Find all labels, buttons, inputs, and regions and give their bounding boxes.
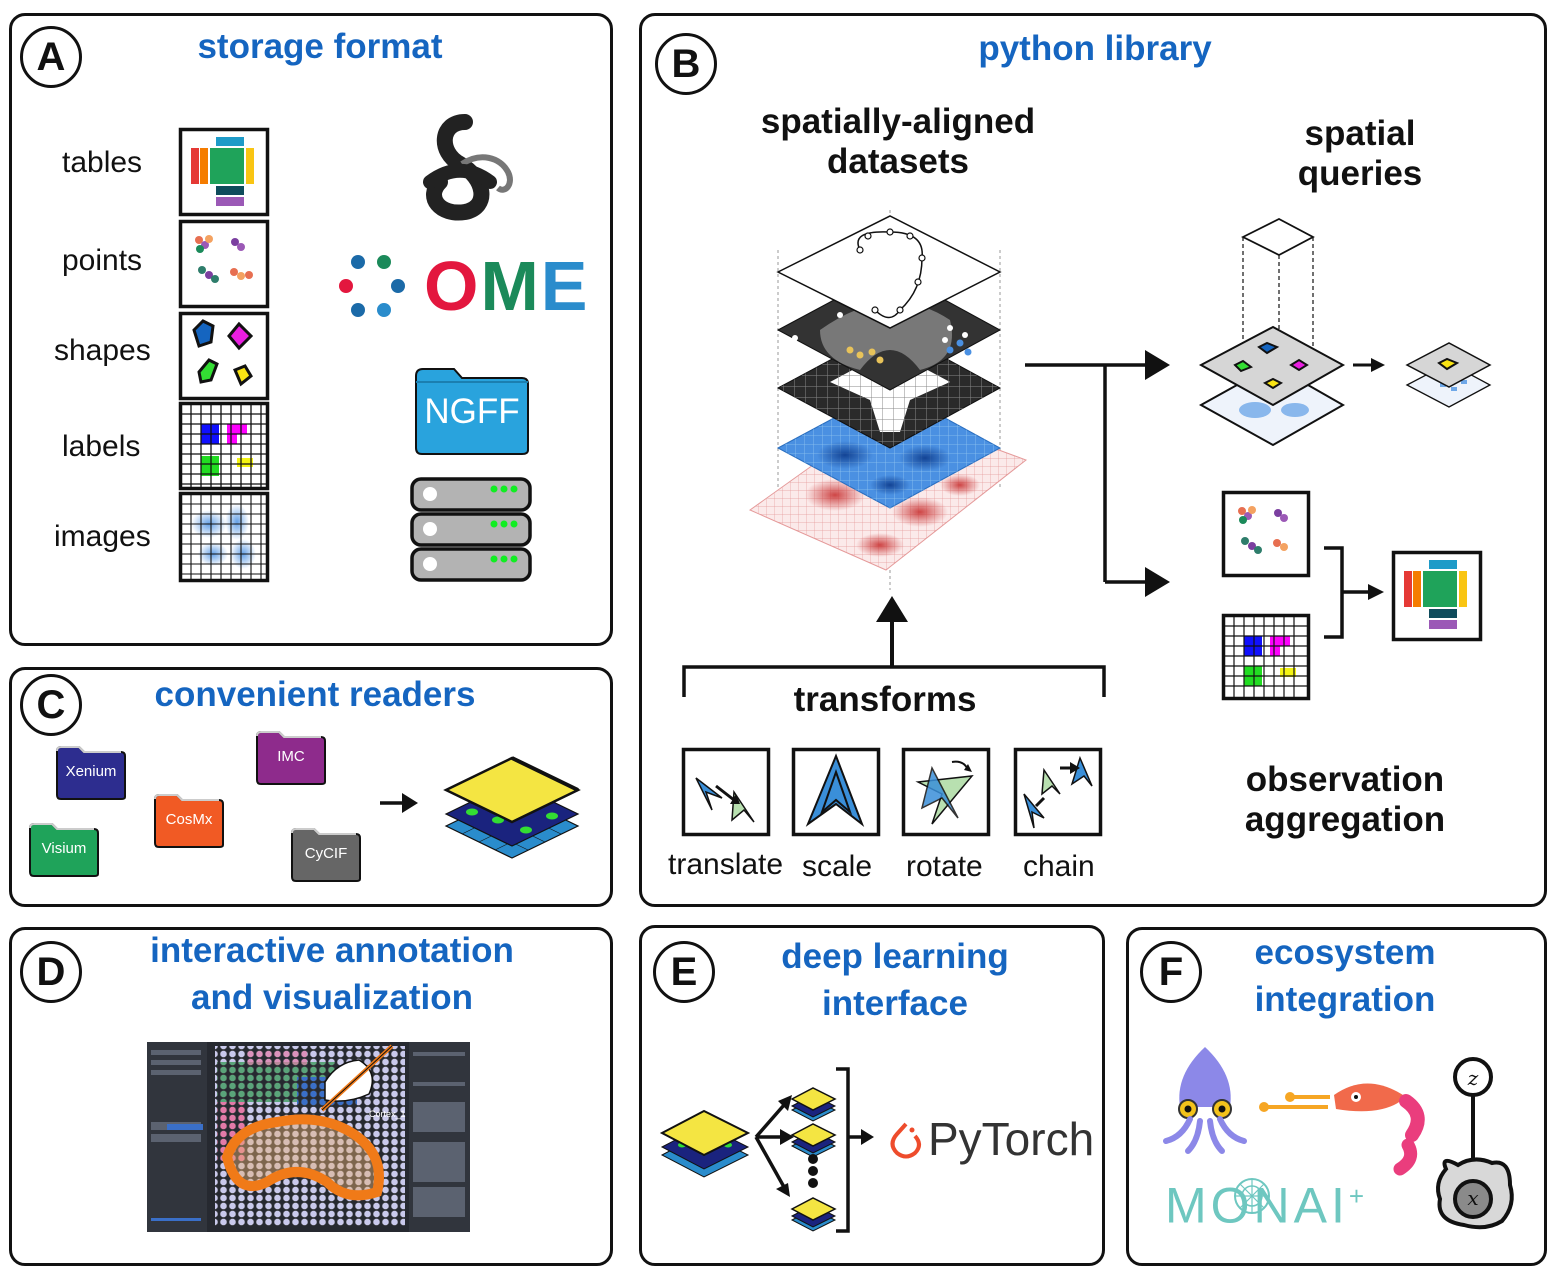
reader-folder-label: CyCIF xyxy=(304,845,348,862)
folder-icon xyxy=(154,794,224,848)
shapes-icon xyxy=(178,311,270,401)
aggregation-table-icon xyxy=(1391,550,1483,642)
transform-label-scale: scale xyxy=(802,850,873,883)
row-label-labels: labels xyxy=(62,430,141,463)
row-label-points: points xyxy=(62,244,143,277)
server-icon xyxy=(410,477,532,582)
napari-screenshot: Cortex_1 xyxy=(147,1042,470,1232)
panel-f-letter: F xyxy=(1140,941,1202,1003)
reader-folder-cycif[interactable]: CyCIF xyxy=(290,827,362,883)
observation-aggregation-label: observation aggregation xyxy=(1244,760,1446,839)
monai-plus: + xyxy=(1348,1181,1369,1211)
shrimp-icon xyxy=(1259,1083,1425,1176)
reader-folder-visium[interactable]: Visium xyxy=(28,822,100,878)
aggregation-labels-icon xyxy=(1221,613,1311,701)
panel-d-letter: D xyxy=(20,941,82,1003)
translate-icon[interactable] xyxy=(681,747,771,837)
zarr-logo-icon xyxy=(423,114,513,221)
transform-label-chain: chain xyxy=(1023,850,1095,883)
row-label-tables: tables xyxy=(62,146,143,179)
panel-a-letter: A xyxy=(20,26,82,88)
squid-icon xyxy=(1163,1047,1247,1154)
reader-folder-label: CosMx xyxy=(165,811,213,828)
spatially-aligned-layer-stack xyxy=(748,210,1028,590)
row-label-shapes: shapes xyxy=(54,334,151,367)
monai-icon xyxy=(1234,1178,1270,1214)
reader-folder-label: Xenium xyxy=(65,763,117,780)
panel-f-title-line1: ecosystem xyxy=(1254,933,1436,972)
spatial-queries-label: spatial queries xyxy=(1297,114,1423,193)
pytorch-logo-text: PyTorch xyxy=(928,1113,1095,1165)
transforms-bracket xyxy=(682,596,1106,697)
row-label-images: images xyxy=(54,520,151,553)
x-node-label: x xyxy=(1467,1186,1479,1210)
transforms-label: transforms xyxy=(793,680,977,719)
reader-folder-label: IMC xyxy=(277,748,305,765)
rotate-icon[interactable] xyxy=(901,747,991,837)
aggregation-bracket-arrow xyxy=(1324,546,1384,639)
reader-arrow xyxy=(380,793,418,813)
graph-node-icon xyxy=(1436,1057,1514,1230)
dataloader-illustration xyxy=(659,1067,874,1233)
table-icon xyxy=(178,127,270,217)
panel-d-title-line2: and visualization xyxy=(191,978,473,1017)
panel-d-title-line1: interactive annotation xyxy=(150,931,514,970)
panel-b-letter: B xyxy=(655,33,717,95)
panel-e-letter: E xyxy=(653,941,715,1003)
transform-label-translate: translate xyxy=(668,848,784,881)
reader-folder-xenium[interactable]: Xenium xyxy=(55,745,127,801)
chain-icon[interactable] xyxy=(1013,747,1103,837)
folder-icon xyxy=(56,746,126,800)
panel-b-title: python library xyxy=(978,29,1212,68)
folder-icon xyxy=(256,731,326,785)
panel-c-letter: C xyxy=(20,674,82,736)
svg-text:Cortex_1: Cortex_1 xyxy=(369,1109,406,1119)
datasets-label: spatially-aligned datasets xyxy=(760,102,1036,181)
monai-text: MONAI xyxy=(1165,1177,1349,1234)
panel-e-title-line2: interface xyxy=(822,984,968,1023)
z-node-label: z xyxy=(1467,1066,1479,1090)
scale-icon[interactable] xyxy=(791,747,881,837)
labels-icon xyxy=(178,401,270,491)
panel-f-title-line2: integration xyxy=(1254,980,1436,1019)
points-icon xyxy=(178,219,270,309)
ngff-folder-label: NGFF xyxy=(424,392,520,431)
panel-e-title-line1: deep learning xyxy=(781,937,1009,976)
aggregation-points-icon xyxy=(1221,490,1311,578)
ngff-folder-icon xyxy=(415,368,529,455)
reader-folder-cosmx[interactable]: CosMx xyxy=(153,793,225,849)
pytorch-flame-icon xyxy=(890,1122,921,1159)
ome-logo-icon xyxy=(339,255,405,317)
layer-stack-icon xyxy=(443,756,581,859)
reader-folder-label: Visium xyxy=(41,840,87,857)
panel-a-title: storage format xyxy=(197,27,443,66)
reader-folder-imc[interactable]: IMC xyxy=(255,730,327,786)
images-icon xyxy=(178,491,270,583)
folder-icon xyxy=(29,823,99,877)
monai-logo-text: MONAI+ xyxy=(1165,1168,1368,1234)
folder-icon xyxy=(291,828,361,882)
panel-c-title: convenient readers xyxy=(154,675,476,714)
spatial-query-illustration xyxy=(1198,217,1492,447)
flow-arrows-b xyxy=(1025,350,1170,597)
panel-deep-learning xyxy=(639,925,1105,1266)
transform-label-rotate: rotate xyxy=(906,850,983,883)
ome-logo-text: OME xyxy=(424,247,590,325)
